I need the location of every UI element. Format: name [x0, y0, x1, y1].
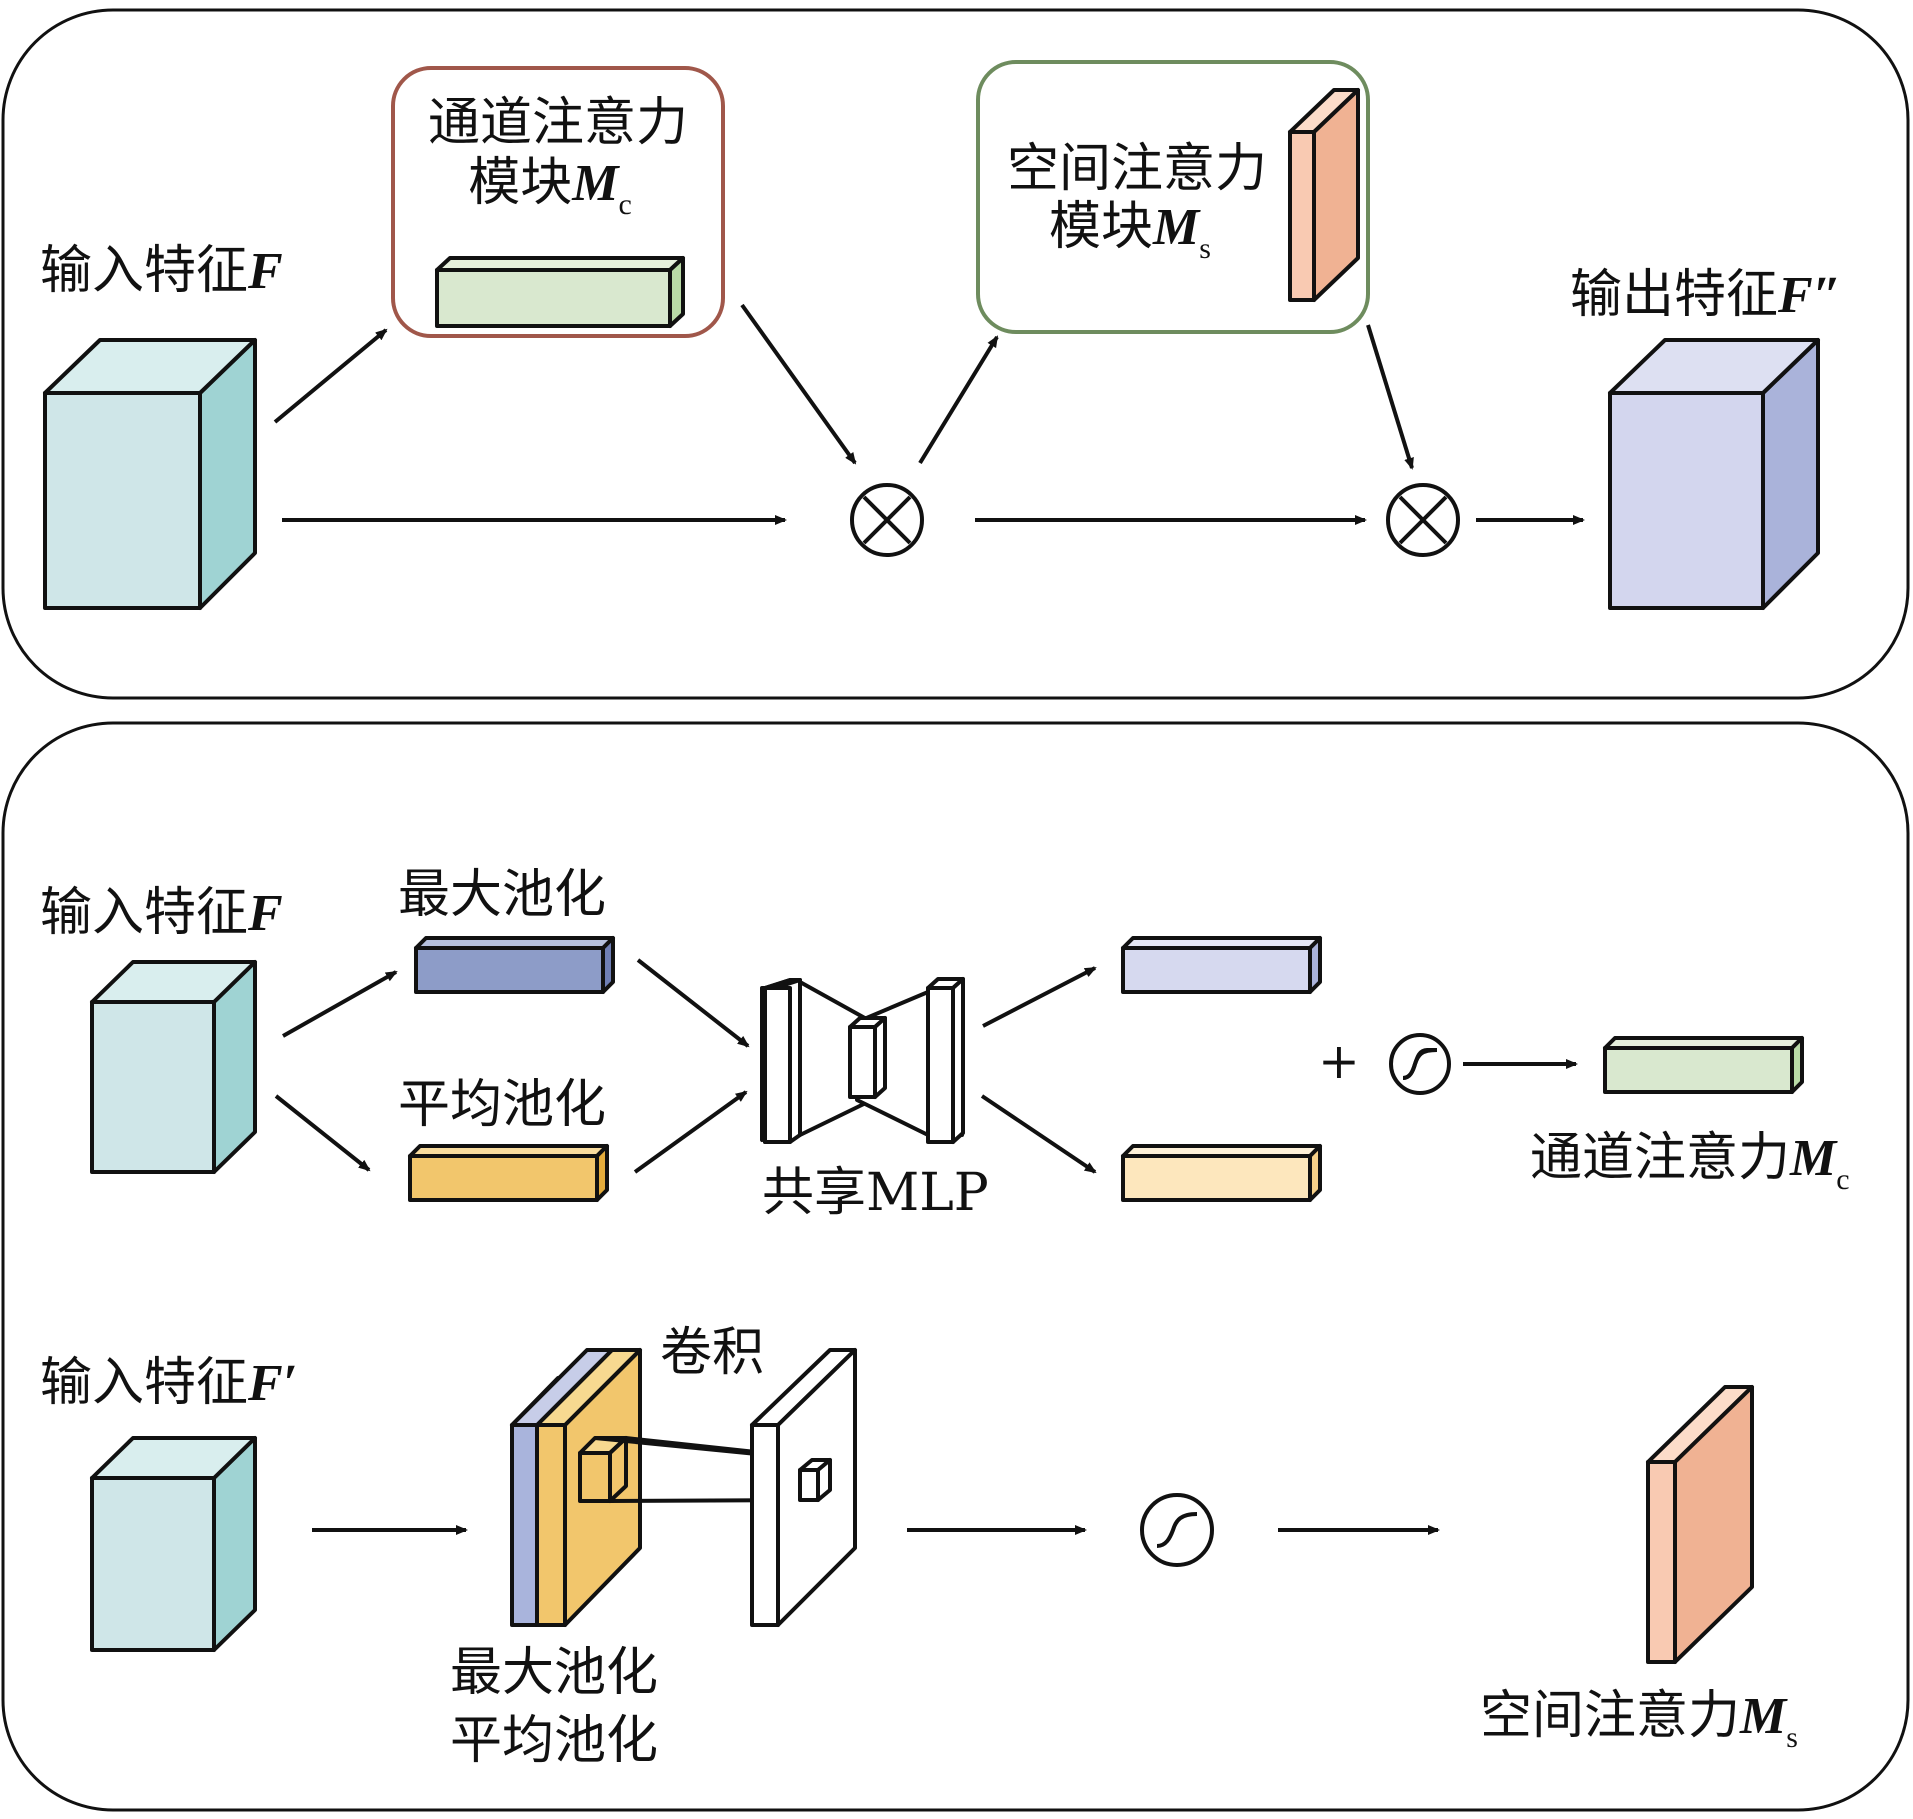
- plus-symbol: +: [1318, 1032, 1360, 1090]
- multiply-icon: [1386, 483, 1460, 557]
- channel-module-line2: 模块Mc: [468, 153, 632, 221]
- conv-label: 卷积: [660, 1323, 764, 1383]
- multiply-icon: [850, 483, 924, 557]
- channel-module-box: [391, 66, 725, 338]
- pool-label-line2: 平均池化: [450, 1711, 658, 1771]
- channel-module-bar: [435, 256, 685, 328]
- shared-mlp: [760, 977, 965, 1144]
- channel-input-cube: [90, 960, 257, 1174]
- spatial-module-box: [976, 60, 1370, 334]
- arrow: [980, 1094, 1097, 1174]
- svg-text:输入特征F: 输入特征F: [40, 241, 283, 301]
- channel-input-label: 输入特征F: [40, 883, 283, 943]
- max-pool-bar: [414, 936, 615, 994]
- sigmoid-icon: [1389, 1033, 1451, 1095]
- avg-pool-bar: [408, 1144, 609, 1202]
- arrow: [1366, 324, 1414, 470]
- top-panel: [1, 8, 1910, 700]
- channel-attention-label: 通道注意力Mc: [1530, 1128, 1850, 1196]
- spatial-attention-slab: [1646, 1385, 1754, 1664]
- channel-module-line1: 通道注意力: [428, 93, 688, 153]
- arrow: [282, 970, 398, 1038]
- max-pool-label: 最大池化: [398, 865, 606, 925]
- top-output-label: 输出特征F″: [1570, 265, 1841, 325]
- mlp-output-bar-bottom: [1121, 1144, 1322, 1202]
- arrow: [633, 1090, 748, 1174]
- top-output-cube: [1608, 338, 1820, 610]
- arrow: [740, 303, 857, 465]
- shared-mlp-label: 共享MLP: [762, 1163, 989, 1223]
- mlp-output-bar-top: [1121, 936, 1322, 994]
- arrow: [273, 328, 388, 424]
- arrow: [918, 335, 999, 465]
- top-input-cube: [43, 338, 257, 610]
- bottom-panel: [1, 721, 1910, 1812]
- spatial-attention-label: 空间注意力Ms: [1480, 1686, 1798, 1754]
- arrow: [982, 966, 1097, 1028]
- conv-output-map: [750, 1348, 857, 1627]
- sigmoid-icon: [1140, 1493, 1214, 1567]
- spatial-input-cube: [90, 1436, 257, 1652]
- spatial-module-line1: 空间注意力: [1007, 139, 1267, 199]
- pool-label-line1: 最大池化: [450, 1643, 658, 1703]
- spatial-module-line2: 模块Ms: [1049, 197, 1211, 265]
- spatial-module-slab: [1288, 88, 1360, 302]
- avg-pool-label: 平均池化: [398, 1075, 606, 1135]
- arrow: [274, 1094, 371, 1172]
- arrow: [636, 958, 750, 1048]
- spatial-input-label: 输入特征F′: [40, 1353, 297, 1413]
- top-input-label: 输入特征F: [40, 241, 283, 301]
- channel-attention-bar: [1603, 1036, 1804, 1094]
